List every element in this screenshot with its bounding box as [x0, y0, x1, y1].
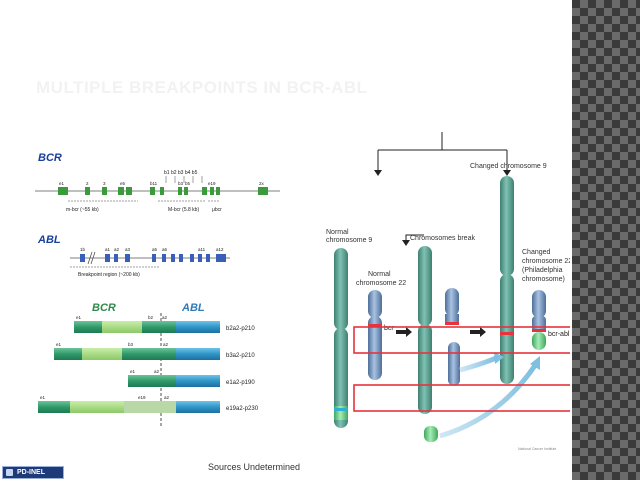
- abl-exon-a12: a12: [216, 247, 224, 252]
- abl-exon-a3: a3: [125, 247, 131, 252]
- fusion-bcr-label: BCR: [92, 302, 116, 314]
- flow-connector-lines: [377, 132, 508, 240]
- fusion-b3a2-a2: a2: [163, 342, 169, 347]
- normal-chr9-line1: Normal: [326, 229, 349, 236]
- abl-gene-label: ABL: [37, 234, 61, 246]
- philadelphia-chromosome-diagram: Changed chromosome 9 Chromosomes break N…: [326, 132, 570, 451]
- bcr-marker-label: bcr: [384, 325, 394, 332]
- fusion-b2a2-mid: b2: [148, 315, 154, 320]
- fusion-b2a2-label: b2a2-p210: [226, 326, 255, 332]
- normal-chromosome-22: [368, 290, 382, 380]
- curved-arrow-upper: [459, 355, 497, 373]
- breaking-chromosome-9: [418, 246, 438, 442]
- bcr-abl-gene-diagram: BCR b1 b2 b3 b4 b5 e1 2 3 e5 b11 b3 b5 e…: [35, 152, 280, 427]
- bcr-minor-region-label: m-bcr (~55 kb): [66, 207, 99, 213]
- bcr-gene-label: BCR: [38, 152, 62, 164]
- fusion-e19a2-mid: e19: [138, 395, 146, 400]
- changed-chr9-label: Changed chromosome 9: [470, 163, 547, 170]
- fusion-e19a2-e1: e1: [40, 395, 46, 400]
- abl-exon-1b: 1b: [80, 247, 86, 252]
- fusion-b3a2-e1: e1: [56, 342, 62, 347]
- abl-exon-a6: a6: [162, 247, 168, 252]
- normal-chromosome-9: [334, 248, 348, 428]
- fusion-bar-e19a2: [38, 401, 220, 413]
- curved-arrow-lower: [439, 362, 539, 439]
- fusion-abl-label: ABL: [181, 302, 205, 314]
- abl-exon-a2: a2: [114, 247, 120, 252]
- bcr-exon-b5: b5: [185, 181, 191, 186]
- abl-exon-a11: a11: [198, 247, 206, 252]
- transition-arrows: [396, 327, 486, 337]
- normal-chr22-label: Normal chromosome 22: [356, 271, 406, 287]
- fusion-b2a2-a2: a2: [162, 315, 168, 320]
- fusion-b2a2-e1: e1: [76, 315, 82, 320]
- license-icon: [6, 469, 13, 476]
- bcr-exon-3: 3: [103, 181, 106, 186]
- bcr-exon-e1: e1: [59, 181, 65, 186]
- license-badge-label: PD-INEL: [17, 469, 45, 476]
- highlight-box-bcr: [353, 326, 570, 354]
- changed-chr22-label: Changed chromosome 22 (Philadelphia chro…: [522, 249, 570, 283]
- fusion-e19a2-a2: a2: [164, 395, 170, 400]
- bcr-exon-e19: e19: [208, 181, 216, 186]
- slide-title: MULTIPLE BREAKPOINTS IN BCR-ABL: [36, 78, 368, 97]
- fusion-e1a2-e1: e1: [130, 369, 136, 374]
- normal-chr9-label: Normal chromosome 9: [326, 229, 372, 244]
- fusion-bar-b2a2: [74, 321, 220, 333]
- fusion-b3a2-mid: b3: [128, 342, 134, 347]
- chromosomes-break-label: Chromosomes break: [410, 235, 475, 242]
- fusion-b3a2-label: b3a2-p210: [226, 353, 255, 359]
- fusion-e19a2-label: e19a2-p230: [226, 406, 259, 412]
- bcr-major-region-label: M-bcr (5.8 kb): [168, 207, 199, 213]
- bcr-breakpoint-labels: b1 b2 b3 b4 b5: [164, 170, 198, 176]
- abl-exon-a5: a5: [152, 247, 158, 252]
- abl-exon-a1: a1: [105, 247, 111, 252]
- fusion-bar-b3a2: [54, 348, 220, 360]
- bcr-exon-b11: b11: [150, 181, 158, 186]
- bcr-exon-2: 2: [86, 181, 89, 186]
- fusion-e1a2-mid: a2: [154, 369, 160, 374]
- image-credit: National Cancer Institute: [518, 447, 556, 451]
- bcr-exon-2x: 2x: [259, 181, 265, 186]
- changed-chromosome-9: [500, 176, 514, 384]
- fusion-e1a2-label: e1a2-p190: [226, 380, 255, 386]
- normal-chr9-line2: chromosome 9: [326, 237, 372, 244]
- decorative-side-pattern: [572, 0, 640, 480]
- highlight-box-abl: [353, 384, 570, 412]
- source-note: Sources Undetermined: [208, 462, 301, 472]
- abl-exons: [80, 254, 226, 262]
- fusion-bar-e1a2: [128, 375, 220, 387]
- bcr-exon-b3: b3: [178, 181, 184, 186]
- license-badge: PD-INEL: [2, 466, 64, 479]
- bcr-exons: [58, 187, 268, 195]
- breaking-chromosome-22: [445, 288, 460, 386]
- bcr-abl-marker-label: bcr-abl: [548, 331, 570, 338]
- abl-breakpoint-region-label: Breakpoint region (~200 kb): [78, 272, 140, 278]
- bcr-micro-region-label: μbcr: [212, 207, 222, 213]
- philadelphia-chromosome: [532, 290, 546, 350]
- bcr-exon-e5: e5: [120, 181, 126, 186]
